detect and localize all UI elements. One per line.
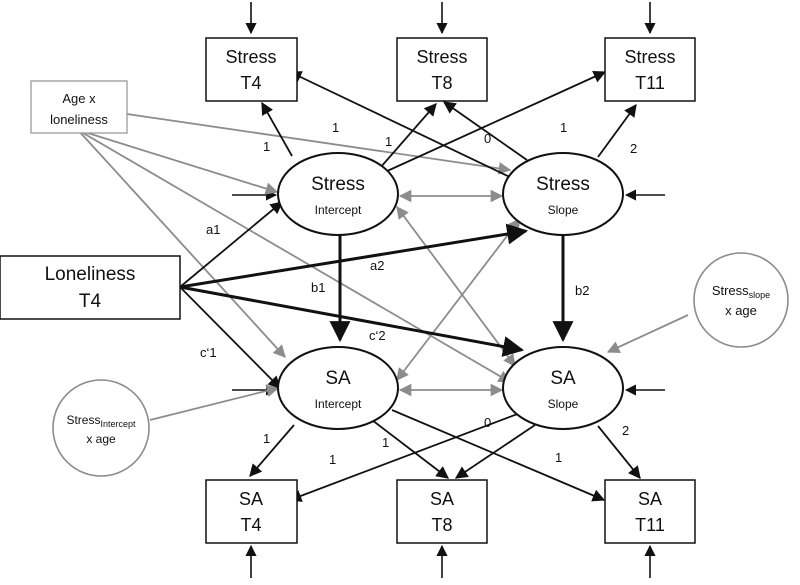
label-sa-slope-t4: 0 — [484, 415, 491, 430]
sa-loadings — [249, 409, 641, 502]
stress-slope-age-to-sa-slope — [606, 314, 689, 353]
load-stress-int-t4 — [261, 101, 293, 157]
label-sa-int-t8: 1 — [329, 452, 336, 467]
loneliness-time: T4 — [79, 291, 102, 312]
load-stress-int-t8 — [379, 103, 437, 169]
sa-slope-sub: Slope — [548, 397, 579, 411]
label-sa-slope-t11: 2 — [622, 423, 629, 438]
sa-t8-label: SA — [430, 489, 454, 509]
label-stress-slope-t11: 2 — [630, 141, 637, 156]
age-loneliness-line2: loneliness — [50, 112, 108, 127]
sa-t4-time: T4 — [240, 515, 261, 535]
age-lon-to-stress-intercept — [77, 129, 279, 195]
path-c1 — [179, 286, 281, 389]
label-stress-slope-t4: 0 — [484, 131, 491, 146]
load-stress-slope-t4 — [288, 71, 513, 179]
sa-t11-time: T11 — [635, 515, 665, 535]
stress-slope-age-line1: Stressslope — [712, 283, 770, 300]
sa-t8-time: T8 — [431, 515, 452, 535]
path-a1 — [179, 201, 283, 288]
sa-t11-box: SA T11 — [604, 479, 696, 544]
load-sa-int-t11 — [391, 409, 606, 502]
label-stress-slope-t8: 1 — [560, 120, 567, 135]
label-stress-int-t4: 1 — [263, 139, 270, 154]
stress-slope-ellipse: Stress Slope — [502, 152, 624, 236]
stress-t11-label: Stress — [624, 47, 675, 67]
stress-intercept-label: Stress — [311, 174, 365, 195]
stress-t8-time: T8 — [431, 73, 452, 93]
load-sa-slope-t8 — [454, 424, 536, 479]
stress-intercept-ellipse: Stress Intercept — [277, 152, 399, 236]
covariances — [396, 189, 521, 397]
age-lon-to-sa-intercept — [77, 129, 286, 358]
load-sa-int-t4 — [249, 424, 295, 477]
load-sa-int-t8 — [371, 419, 450, 479]
stress-t4-box: Stress T4 — [205, 37, 298, 102]
path-a2 — [179, 223, 529, 289]
load-stress-int-t11 — [384, 70, 607, 173]
loneliness-label: Loneliness — [45, 264, 136, 285]
loading-labels: 1 1 1 0 1 2 1 1 1 0 1 2 — [263, 120, 637, 467]
label-b2: b2 — [575, 283, 589, 298]
label-a2: a2 — [370, 258, 384, 273]
load-sa-slope-t11 — [597, 425, 641, 479]
stress-t4-time: T4 — [240, 73, 261, 93]
sa-t4-label: SA — [239, 489, 263, 509]
sa-slope-ellipse: SA Slope — [502, 346, 624, 430]
path-c2 — [179, 285, 525, 357]
label-stress-int-t11: 1 — [385, 134, 392, 149]
cov-sa-int-stress-slope — [396, 217, 521, 382]
load-stress-slope-t11 — [597, 103, 637, 158]
stress-slope-age-circle: Stressslope x age — [693, 252, 789, 348]
stress-intercept-sub: Intercept — [315, 203, 362, 217]
label-sa-int-t4: 1 — [263, 431, 270, 446]
sa-intercept-label: SA — [325, 368, 351, 389]
stress-intercept-age-line1: StressIntercept — [66, 413, 136, 429]
label-stress-int-t8: 1 — [332, 120, 339, 135]
stress-slope-sub: Slope — [548, 203, 579, 217]
label-sa-slope-t8: 1 — [555, 450, 562, 465]
sa-t4-box: SA T4 — [205, 479, 298, 544]
stress-t11-box: Stress T11 — [604, 37, 696, 102]
loneliness-box: Loneliness T4 — [0, 255, 181, 320]
sa-t11-label: SA — [638, 489, 662, 509]
load-sa-slope-t4 — [288, 412, 521, 502]
label-b1: b1 — [311, 280, 325, 295]
stress-t11-time: T11 — [635, 73, 665, 93]
structural-paths — [179, 201, 574, 389]
sa-slope-label: SA — [550, 368, 576, 389]
age-loneliness-box: Age x loneliness — [30, 80, 128, 134]
sa-intercept-sub: Intercept — [315, 397, 362, 411]
stress-intercept-age-to-sa-intercept — [149, 384, 280, 421]
stress-intercept-age-circle: StressIntercept x age — [52, 379, 150, 477]
sa-intercept-ellipse: SA Intercept — [277, 346, 399, 430]
stress-loadings — [261, 70, 637, 179]
stress-t4-label: Stress — [225, 47, 276, 67]
label-c2: c‘2 — [369, 328, 386, 343]
age-loneliness-line1: Age x — [62, 91, 96, 106]
load-stress-slope-t8 — [442, 101, 528, 161]
label-c1: c‘1 — [200, 345, 217, 360]
label-a1: a1 — [206, 222, 220, 237]
stress-intercept-age-line2: x age — [86, 432, 116, 446]
stress-slope-age-line2: x age — [725, 303, 757, 318]
cov-stress-int-sa-slope — [396, 205, 516, 368]
stress-t8-box: Stress T8 — [396, 37, 488, 102]
age-lon-to-stress-slope — [119, 112, 512, 175]
label-sa-int-t11: 1 — [382, 435, 389, 450]
stress-t8-label: Stress — [416, 47, 467, 67]
sa-t8-box: SA T8 — [396, 479, 488, 544]
stress-slope-label: Stress — [536, 174, 590, 195]
path-labels: a1 a2 b1 b2 c‘1 c‘2 — [200, 222, 589, 360]
